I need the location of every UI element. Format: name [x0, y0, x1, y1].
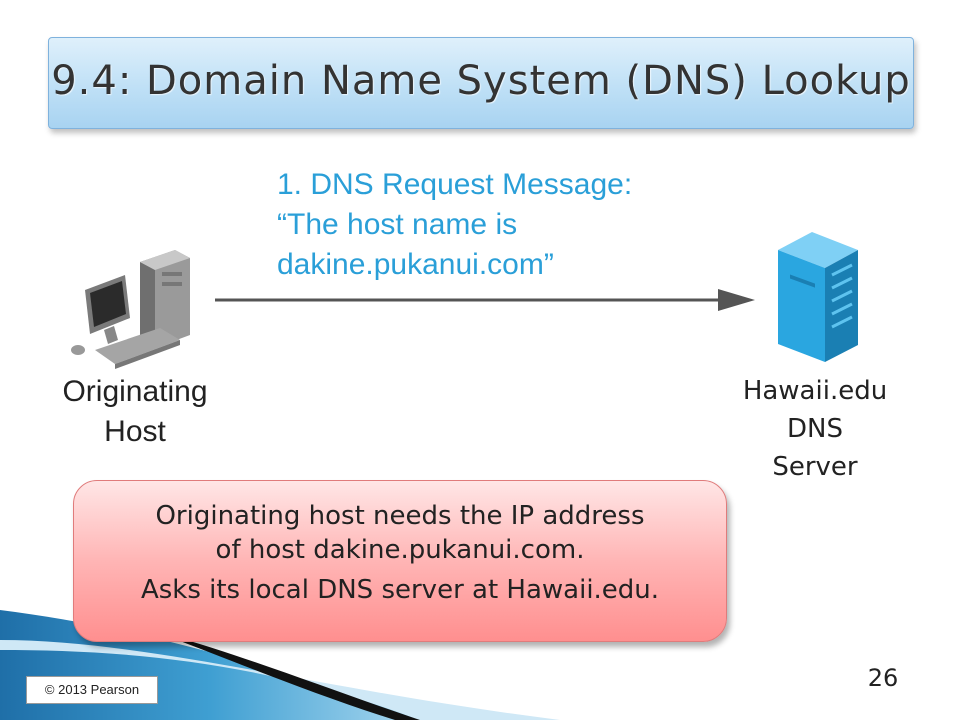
label-line: Host	[104, 415, 166, 448]
originating-host-label: Originating Host	[40, 372, 230, 452]
copyright-notice: © 2013 Pearson	[26, 676, 158, 704]
message-line: “The host name is	[277, 208, 518, 241]
callout-line: of host dakine.pukanui.com.	[215, 535, 585, 565]
title-banner: 9.4: Domain Name System (DNS) Lookup	[48, 37, 914, 129]
dns-request-message: 1. DNS Request Message: “The host name i…	[277, 165, 717, 285]
slide-title: 9.4: Domain Name System (DNS) Lookup	[51, 58, 911, 104]
message-line: dakine.pukanui.com”	[277, 248, 554, 281]
callout-line: Asks its local DNS server at Hawaii.edu.	[140, 575, 660, 605]
label-line: Originating	[62, 375, 208, 408]
label-line: DNS	[787, 414, 843, 444]
dns-server-label: Hawaii.edu DNS Server	[730, 372, 900, 486]
message-line: 1. DNS Request Message:	[277, 168, 633, 201]
label-line: Hawaii.edu	[742, 376, 888, 406]
explanation-callout: Originating host needs the IP address of…	[73, 480, 727, 642]
label-line: Server	[772, 452, 858, 482]
page-number: 26	[867, 664, 899, 692]
callout-line: Originating host needs the IP address	[155, 501, 645, 531]
